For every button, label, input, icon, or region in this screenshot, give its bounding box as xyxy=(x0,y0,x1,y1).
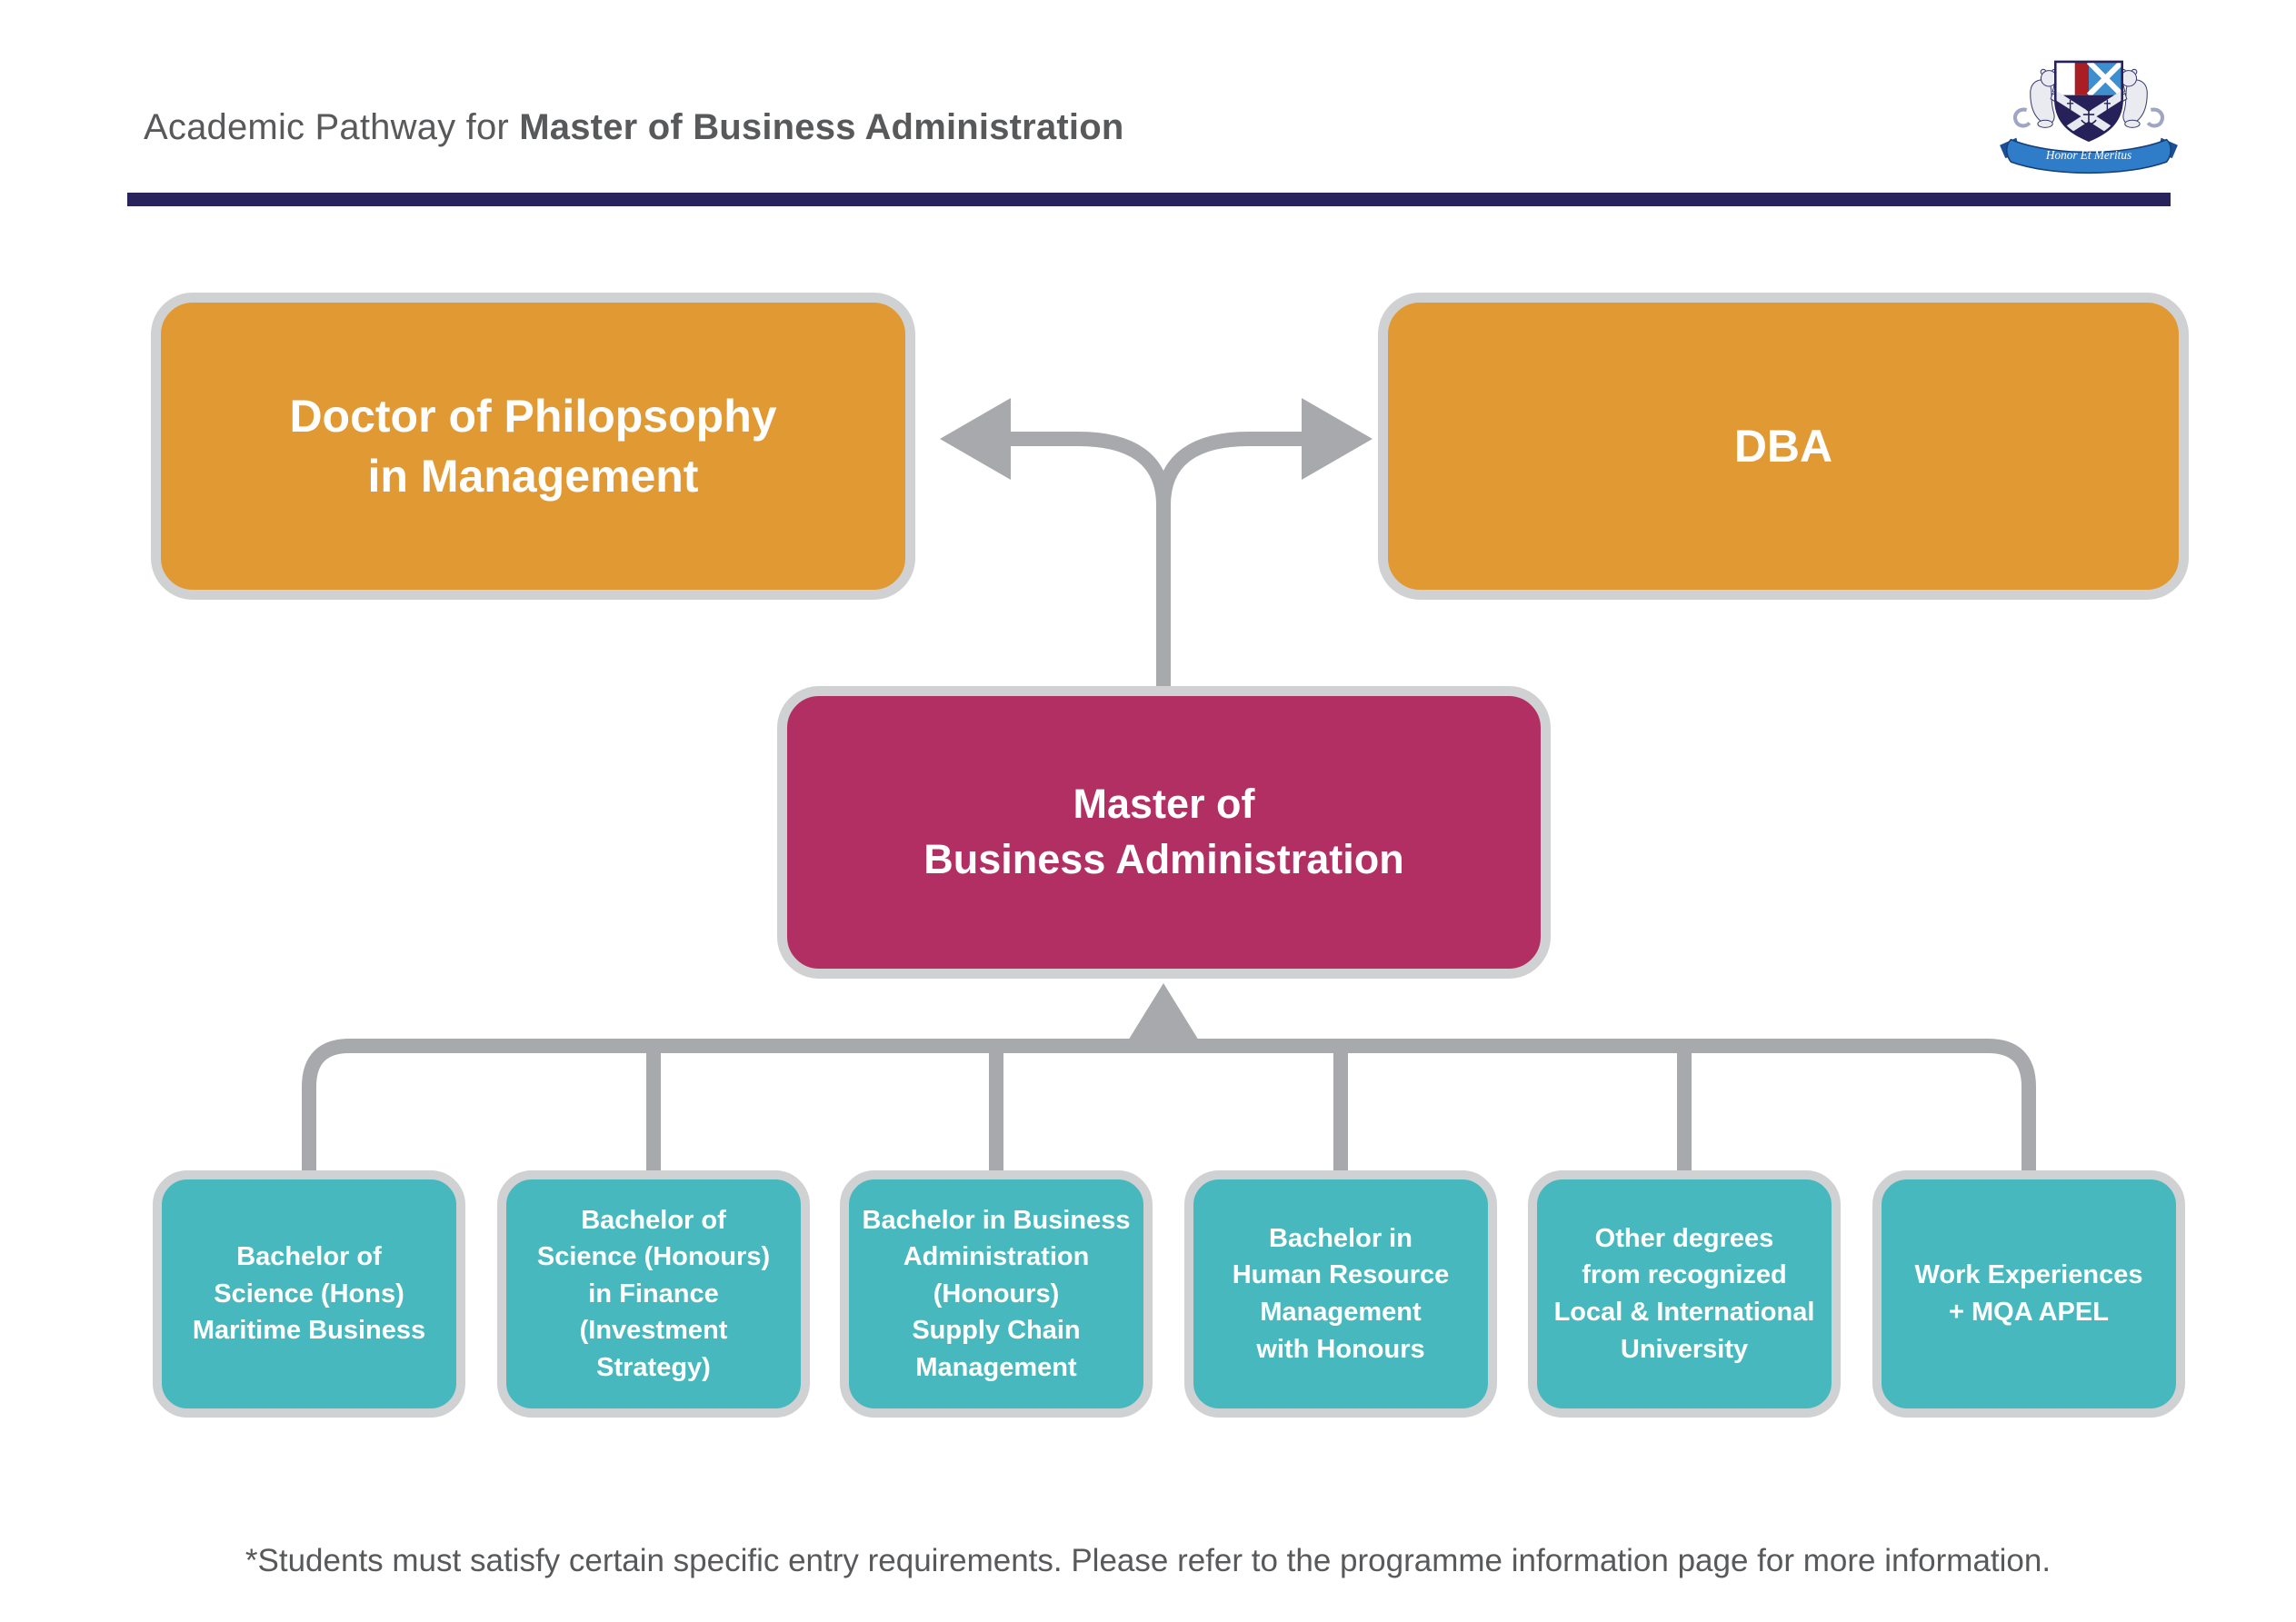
split-connector-line xyxy=(1007,432,1171,692)
university-crest-logo: Honor Et Meritus xyxy=(2000,60,2178,174)
node-label: Doctor of Philopsophy in Management xyxy=(289,391,777,502)
node-label: Master of Business Administration xyxy=(923,781,1404,882)
node-label: Work Experiences + MQA APEL xyxy=(1914,1260,2143,1327)
node-dba: DBA xyxy=(1378,293,2189,600)
node-mba: Master of Business Administration xyxy=(777,686,1551,979)
node-label: DBA xyxy=(1733,421,1833,472)
crest-ribbon-icon: Honor Et Meritus xyxy=(2000,137,2178,174)
arrow-left-icon xyxy=(940,398,1011,480)
crest-motto: Honor Et Meritus xyxy=(2045,148,2131,162)
header-divider xyxy=(127,193,2171,206)
footer-note: *Students must satisfy certain specific … xyxy=(245,1543,2051,1578)
arrow-right-icon xyxy=(1302,398,1373,480)
entry-comb-line xyxy=(302,1039,2036,1174)
node-label: Bachelor in Human Resource Management wi… xyxy=(1232,1223,1450,1364)
node-entry-maritime-business: Bachelor of Science (Hons) Maritime Busi… xyxy=(153,1170,465,1418)
node-entry-human-resource: Bachelor in Human Resource Management wi… xyxy=(1184,1170,1497,1418)
node-entry-work-experience: Work Experiences + MQA APEL xyxy=(1872,1170,2185,1418)
node-label: Bachelor of Science (Hons) Maritime Busi… xyxy=(192,1242,426,1346)
arrow-up-icon xyxy=(1125,983,1202,1045)
page-title: Academic Pathway for Master of Business … xyxy=(144,107,1124,148)
page-title-regular: Academic Pathway for xyxy=(144,107,520,147)
node-label: Bachelor in Business Administration (Hon… xyxy=(862,1205,1131,1382)
node-entry-other-degrees: Other degrees from recognized Local & In… xyxy=(1528,1170,1841,1418)
page-title-bold: Master of Business Administration xyxy=(519,107,1124,147)
node-doctor-of-philosophy: Doctor of Philopsophy in Management xyxy=(151,293,915,600)
anchor-icon xyxy=(2081,104,2097,125)
node-label: Other degrees from recognized Local & In… xyxy=(1553,1223,1815,1364)
node-label: Bachelor of Science (Honours) in Finance… xyxy=(536,1205,771,1382)
node-entry-finance: Bachelor of Science (Honours) in Finance… xyxy=(497,1170,810,1418)
node-entry-supply-chain: Bachelor in Business Administration (Hon… xyxy=(840,1170,1153,1418)
